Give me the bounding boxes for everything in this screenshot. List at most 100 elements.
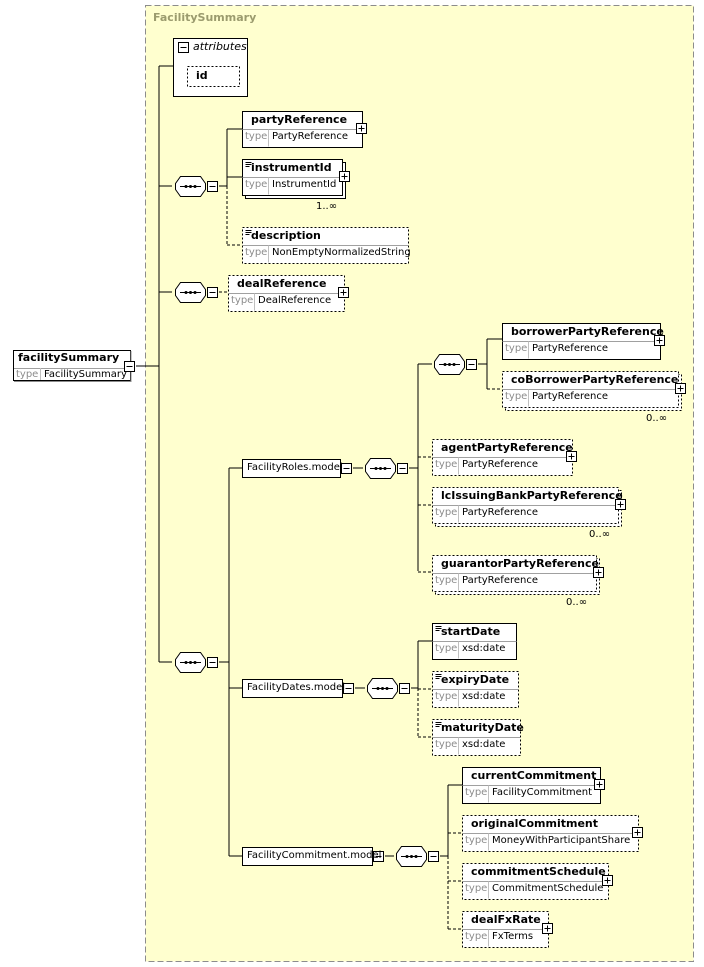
type-value-lc-issuing-bank-party-reference: PartyReference — [462, 507, 539, 518]
element-name-maturity-date: maturityDate — [441, 721, 524, 734]
type-label: type — [245, 131, 268, 142]
type-value-description: NonEmptyNormalizedString — [272, 247, 411, 258]
element-box-original-commitment — [462, 815, 639, 852]
expand-plus-icon[interactable] — [339, 171, 350, 182]
expand-plus-icon[interactable] — [615, 499, 626, 510]
element-box-co-borrower-party-reference — [502, 371, 682, 411]
type-value-borrower-party-reference: PartyReference — [532, 343, 609, 354]
type-value-maturity-date: xsd:date — [462, 739, 506, 750]
expand-plus-icon[interactable] — [338, 287, 349, 298]
sequence-compositor — [396, 846, 427, 867]
root-element-box — [13, 350, 132, 382]
element-name-expiry-date: expiryDate — [441, 673, 510, 686]
sequence-collapse-icon[interactable] — [207, 287, 218, 298]
sequence-compositor — [175, 176, 206, 197]
element-box-party-reference — [242, 111, 363, 148]
element-name-commitment-schedule: commitmentSchedule — [471, 865, 606, 878]
type-value-start-date: xsd:date — [462, 643, 506, 654]
element-name-original-commitment: originalCommitment — [471, 817, 599, 830]
type-label: type — [231, 295, 254, 306]
element-box-start-date — [432, 623, 517, 660]
expand-plus-icon[interactable] — [542, 923, 553, 934]
sequence-collapse-icon[interactable] — [428, 851, 439, 862]
type-label: type — [465, 787, 488, 798]
element-name-lc-issuing-bank-party-reference: lcIssuingBankPartyReference — [441, 489, 623, 502]
cardinality-co-borrower-party-reference: 0..∞ — [646, 413, 668, 424]
type-label: type — [465, 931, 488, 942]
expand-plus-icon[interactable] — [602, 875, 613, 886]
element-name-co-borrower-party-reference: coBorrowerPartyReference — [511, 373, 679, 386]
type-label: type — [465, 835, 488, 846]
element-box-lc-issuing-bank-party-reference — [432, 487, 622, 527]
type-label: type — [245, 179, 268, 190]
type-value-current-commitment: FacilityCommitment — [492, 787, 593, 798]
sequence-compositor — [365, 458, 396, 479]
group-collapse-icon[interactable] — [341, 463, 352, 474]
type-value-instrument-id: InstrumentId — [272, 179, 337, 190]
cardinality-guarantor-party-reference: 0..∞ — [566, 597, 588, 608]
sequence-compositor — [367, 678, 398, 699]
type-value-guarantor-party-reference: PartyReference — [462, 575, 539, 586]
type-label: type — [435, 575, 458, 586]
group-label-facility-dates: FacilityDates.model — [247, 682, 346, 693]
element-box-expiry-date — [432, 671, 519, 708]
element-box-instrument-id — [242, 159, 346, 199]
element-name-instrument-id: instrumentId — [251, 161, 332, 174]
type-label: type — [435, 691, 458, 702]
element-box-description — [242, 227, 409, 264]
expand-plus-icon[interactable] — [675, 383, 686, 394]
attributes-collapse-icon[interactable] — [178, 42, 189, 53]
group-label-facility-commitment: FacilityCommitment.model — [247, 850, 382, 861]
container-title: FacilitySummary — [153, 11, 257, 24]
group-facility-dates-model — [242, 679, 343, 698]
sequence-compositor — [175, 282, 206, 303]
element-box-commitment-schedule — [462, 863, 609, 900]
sequence-compositor — [434, 354, 465, 375]
expand-plus-icon[interactable] — [632, 827, 643, 838]
type-label: type — [435, 459, 458, 470]
element-name-current-commitment: currentCommitment — [471, 769, 597, 782]
element-name-deal-fx-rate: dealFxRate — [471, 913, 541, 926]
type-label: type — [435, 507, 458, 518]
type-value-co-borrower-party-reference: PartyReference — [532, 391, 609, 402]
sequence-collapse-icon[interactable] — [207, 181, 218, 192]
type-value-deal-fx-rate: FxTerms — [492, 931, 534, 942]
element-box-borrower-party-reference — [502, 323, 661, 360]
type-label: type — [465, 883, 488, 894]
type-label: type — [505, 343, 528, 354]
element-name-deal-reference: dealReference — [237, 277, 327, 290]
expand-plus-icon[interactable] — [654, 335, 665, 346]
type-label: type — [505, 391, 528, 402]
element-box-agent-party-reference — [432, 439, 573, 476]
cardinality-lc-issuing-bank-party-reference: 0..∞ — [589, 529, 611, 540]
element-name-party-reference: partyReference — [251, 113, 348, 126]
type-value-commitment-schedule: CommitmentSchedule — [492, 883, 604, 894]
expand-plus-icon[interactable] — [566, 451, 577, 462]
type-value-expiry-date: xsd:date — [462, 691, 506, 702]
root-type-label: type — [16, 369, 39, 380]
root-element-name: facilitySummary — [18, 351, 120, 364]
type-label: type — [435, 643, 458, 654]
cardinality-instrument-id: 1..∞ — [316, 201, 338, 212]
sequence-collapse-icon[interactable] — [399, 683, 410, 694]
attribute-id: id — [196, 69, 208, 82]
root-collapse-icon[interactable] — [124, 361, 135, 372]
expand-plus-icon[interactable] — [594, 779, 605, 790]
sequence-collapse-icon[interactable] — [466, 359, 477, 370]
element-name-description: description — [251, 229, 321, 242]
element-boxes — [228, 111, 686, 948]
element-box-maturity-date — [432, 719, 521, 756]
type-value-original-commitment: MoneyWithParticipantShare — [492, 835, 631, 846]
type-label: type — [245, 247, 268, 258]
connector-lines — [136, 65, 502, 930]
sequence-collapse-icon[interactable] — [397, 463, 408, 474]
expand-plus-icon[interactable] — [356, 123, 367, 134]
expand-plus-icon[interactable] — [593, 567, 604, 578]
group-collapse-icon[interactable] — [343, 683, 354, 694]
element-name-borrower-party-reference: borrowerPartyReference — [511, 325, 664, 338]
type-label: type — [435, 739, 458, 750]
sequence-collapse-icon[interactable] — [207, 657, 218, 668]
group-collapse-icon[interactable] — [373, 851, 384, 862]
group-facility-commitment-model — [242, 847, 373, 866]
